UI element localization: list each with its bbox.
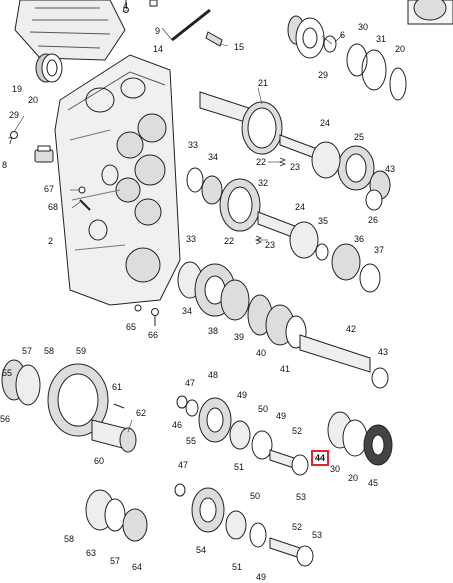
lower-left-gears: [1, 359, 137, 453]
callout-57-top: 57: [22, 346, 33, 356]
callout-24-top: 24: [320, 118, 331, 128]
callout-41: 41: [280, 364, 291, 374]
callout-50-bot: 50: [250, 491, 261, 501]
callout-52-top: 52: [292, 426, 303, 436]
bottom-left-assembly: [85, 489, 148, 542]
callout-15: 15: [234, 42, 245, 52]
callout-20-mid: 20: [348, 473, 359, 483]
callout-19: 19: [12, 84, 23, 94]
callout-23-top: 23: [290, 162, 301, 172]
callout-67: 67: [44, 184, 55, 194]
callout-55-mid: 55: [186, 436, 197, 446]
callout-33-mid: 33: [186, 234, 197, 244]
callout-68: 68: [48, 202, 59, 212]
callout-26: 26: [368, 215, 379, 225]
callout-9: 9: [155, 26, 161, 36]
callout-58-top: 58: [44, 346, 55, 356]
callout-7: 7: [8, 136, 14, 146]
callout-49-top: 49: [237, 390, 248, 400]
callout-20-top: 20: [395, 44, 406, 54]
top-cover-plate: [14, 0, 158, 61]
callout-53-top: 53: [296, 492, 307, 502]
callout-54: 54: [196, 545, 207, 555]
callout-29-top: 29: [318, 70, 329, 80]
bearing-assembly: [327, 411, 393, 466]
callout-45: 45: [368, 478, 379, 488]
highlighted-callout-44[interactable]: 44: [311, 450, 330, 466]
callout-66: 66: [148, 330, 159, 340]
callout-56: 56: [0, 414, 11, 424]
callout-43-top: 43: [385, 164, 396, 174]
callout-37: 37: [374, 245, 385, 255]
callout-59: 59: [76, 346, 87, 356]
callout-22-mid: 22: [224, 236, 235, 246]
callout-63: 63: [86, 548, 97, 558]
callout-30-top: 30: [358, 22, 369, 32]
callout-2: 2: [48, 236, 54, 246]
callout-21: 21: [258, 78, 269, 88]
bottom-gear-assembly: [174, 483, 314, 567]
callout-14: 14: [153, 44, 164, 54]
callout-52-bot: 52: [292, 522, 303, 532]
callout-65: 65: [126, 322, 137, 332]
drain-plug: [10, 131, 54, 163]
callout-29-left: 29: [9, 110, 20, 120]
upper-gear-set: [287, 0, 453, 101]
callout-4: 4: [123, 1, 129, 11]
callout-32: 32: [258, 178, 269, 188]
callout-39: 39: [234, 332, 245, 342]
callout-40: 40: [256, 348, 267, 358]
callout-58-bot: 58: [64, 534, 75, 544]
gear-48-assembly: [176, 395, 309, 476]
callout-51-top: 51: [234, 462, 245, 472]
callout-31: 31: [376, 34, 387, 44]
callout-36: 36: [354, 234, 365, 244]
callout-47-bot: 47: [178, 460, 189, 470]
callout-49-bot: 49: [256, 572, 267, 582]
callout-53-bot: 53: [312, 530, 323, 540]
main-shaft: [186, 167, 301, 241]
callout-30-mid: 30: [330, 464, 341, 474]
callout-24-mid: 24: [295, 202, 306, 212]
callout-38: 38: [208, 326, 219, 336]
countershaft-gears: [177, 261, 307, 349]
callout-64: 64: [132, 562, 143, 572]
callout-47-top: 47: [185, 378, 196, 388]
callout-23-mid: 23: [265, 240, 276, 250]
callout-35: 35: [318, 216, 329, 226]
callout-48: 48: [208, 370, 219, 380]
gearbox-housing: [54, 54, 181, 306]
callout-33-top: 33: [188, 140, 199, 150]
callout-34-top: 34: [208, 152, 219, 162]
callout-34-mid: 34: [182, 306, 193, 316]
callout-20-left: 20: [28, 95, 39, 105]
callout-51-bot: 51: [232, 562, 243, 572]
callout-61: 61: [112, 382, 123, 392]
front-seal: [35, 53, 63, 83]
callout-25: 25: [354, 132, 365, 142]
callout-62: 62: [136, 408, 147, 418]
input-shaft: [199, 91, 321, 161]
callout-8: 8: [2, 160, 8, 170]
callout-42: 42: [346, 324, 357, 334]
callout-46: 46: [172, 420, 183, 430]
callout-49-mid: 49: [276, 411, 287, 421]
callout-6: 6: [340, 30, 346, 40]
callout-43-mid: 43: [378, 347, 389, 357]
callout-22-top: 22: [256, 157, 267, 167]
callout-60: 60: [94, 456, 105, 466]
callout-57-bot: 57: [110, 556, 121, 566]
callout-55: 55: [2, 368, 13, 378]
callout-50-top: 50: [258, 404, 269, 414]
